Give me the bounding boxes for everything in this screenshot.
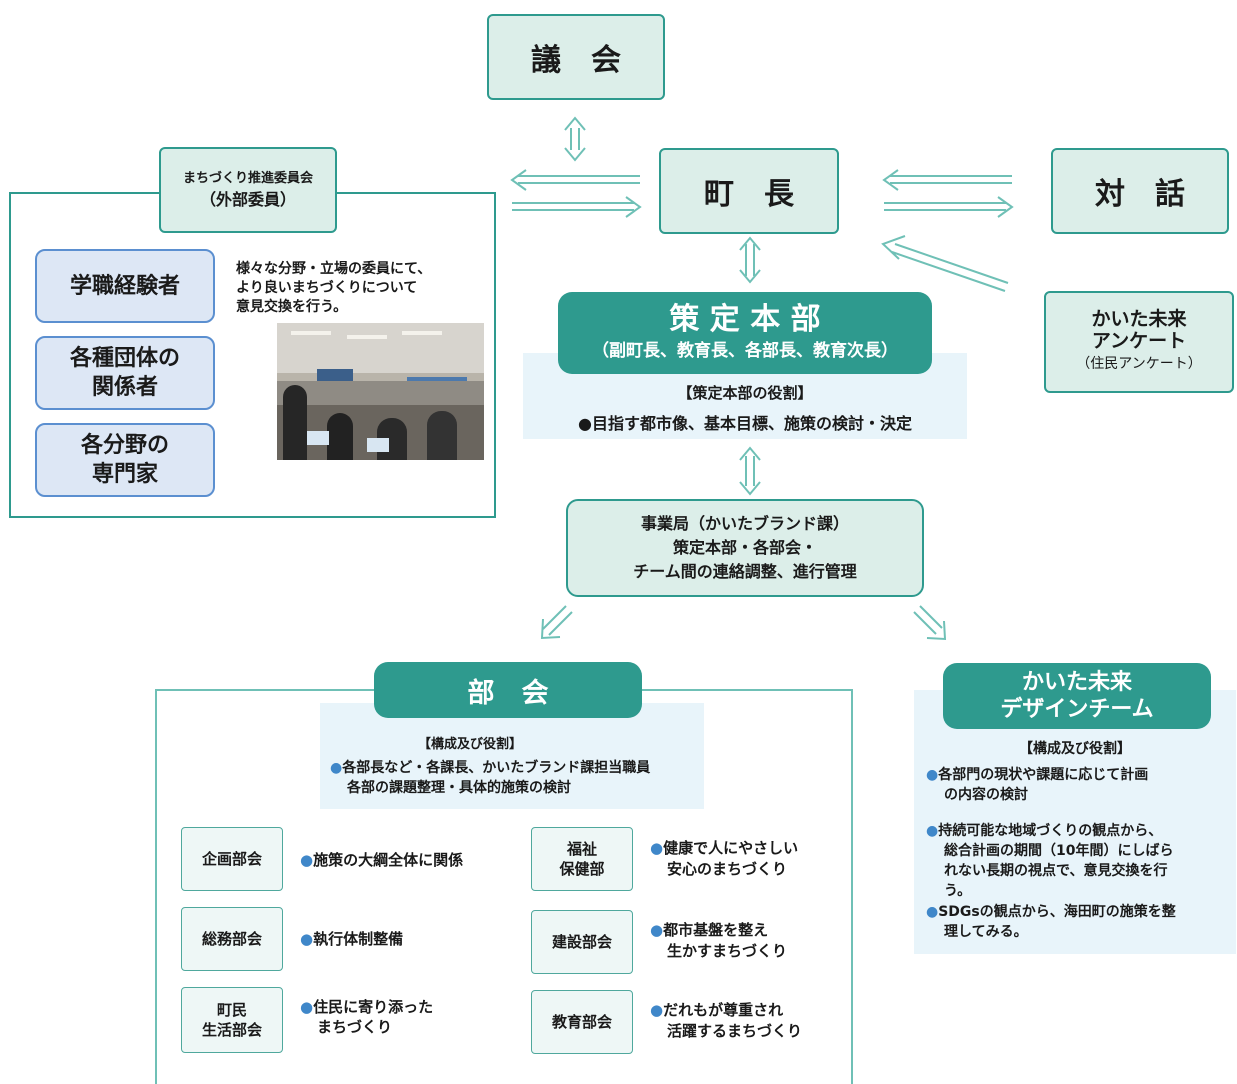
subcommittee-kensetsu-desc-2: 生かすまちづくり [667,942,788,960]
subcommittee-chomin-desc-1: 住民に寄り添った [313,998,434,1016]
honbu-members: （副町長、教育長、各部長、教育次長） [592,341,898,361]
subcommittee-somu-desc: ●執行体制整備 [300,928,403,949]
survey-box: かいた未来 アンケート （住民アンケート） [1044,291,1234,393]
subcommittee-kikaku: 企画部会 [181,827,283,891]
subcommittee-chomin: 町民 生活部会 [181,987,283,1053]
committee-title-box: まちづくり推進委員会 （外部委員） [159,147,337,233]
subcommittee-kensetsu-name: 建設部会 [551,933,612,951]
secretariat-box: 事業局（かいたブランド課） 策定本部・各部会・ チーム間の連絡調整、進行管理 [566,499,924,597]
bullet-icon: ● [926,904,939,920]
subcommittee-kyoiku-desc: ●だれもが尊重され 活躍するまちづくり [650,1000,802,1042]
mayor-box: 町 長 [659,148,839,234]
committee-description: 様々な分野・立場の委員にて、 より良いまちづくりについて 意見交換を行う。 [236,260,431,317]
subcommittee-fukushi-name-2: 保健部 [559,860,605,878]
council-label: 議 会 [531,43,621,78]
bukai-role-1-text: 各部長など・各課長、かいたブランド課担当職員 [342,760,651,776]
committee-desc-line-3: 意見交換を行う。 [236,299,348,315]
secretariat-line-2: 策定本部・各部会・ [672,538,817,557]
committee-title: まちづくり推進委員会 [182,171,313,186]
subcommittee-fukushi-desc-1: 健康で人にやさしい [663,839,799,857]
honbu-role-title: 【策定本部の役割】 [677,384,813,402]
team-item-2-line-4: う。 [944,883,972,899]
honbu-box: 策 定 本 部 （副町長、教育長、各部長、教育次長） [558,292,932,374]
team-item-3: ●SDGsの観点から、海田町の施策を整 理してみる。 [926,902,1176,942]
bullet-icon: ● [650,839,664,857]
subcommittee-somu-desc-text: 執行体制整備 [313,930,404,948]
bullet-icon: ● [300,998,314,1016]
team-title-box: かいた未来 デザインチーム [943,663,1211,729]
bullet-icon: ● [300,930,314,948]
subcommittee-somu-name: 総務部会 [201,930,262,948]
subcommittee-kensetsu: 建設部会 [531,910,633,974]
subcommittee-kyoiku-desc-2: 活躍するまちづくり [667,1022,803,1040]
secretariat-line-3: チーム間の連絡調整、進行管理 [633,562,857,581]
council-box: 議 会 [487,14,665,100]
bullet-icon: ● [330,760,343,776]
subcommittee-fukushi: 福祉 保健部 [531,827,633,891]
member-academic: 学職経験者 [35,249,215,323]
bukai-role-title: 【構成及び役割】 [417,737,522,752]
bullet-icon: ● [300,851,314,869]
member-experts-label-2: 専門家 [91,462,158,487]
committee-subtitle: （外部委員） [199,190,296,209]
committee-desc-line-2: より良いまちづくりについて [236,280,418,296]
mayor-label: 町 長 [704,177,794,212]
honbu-title: 策 定 本 部 [669,302,821,337]
subcommittee-chomin-desc-2: まちづくり [317,1018,393,1036]
subcommittee-chomin-name-1: 町民 [216,1001,247,1019]
subcommittee-kyoiku-desc-1: だれもが尊重され [663,1001,784,1019]
subcommittee-chomin-name-2: 生活部会 [201,1021,262,1039]
dialogue-box: 対 話 [1051,148,1229,234]
member-experts-label-1: 各分野の [80,433,169,458]
subcommittee-kikaku-desc-text: 施策の大綱全体に関係 [313,851,464,869]
bukai-role-panel [320,703,704,809]
bullet-icon: ● [926,823,939,839]
team-item-1: ●各部門の現状や課題に応じて計画 の内容の検討 [926,765,1148,805]
team-item-1-line-2: の内容の検討 [944,787,1028,803]
bullet-icon: ● [650,1001,664,1019]
bullet-icon: ● [650,921,664,939]
team-item-1-line-1: 各部門の現状や課題に応じて計画 [938,767,1149,783]
bullet-icon: ● [926,767,939,783]
team-item-2-line-2: 総合計画の期間（10年間）にしばら [944,843,1174,859]
survey-subtitle: （住民アンケート） [1076,356,1202,372]
bukai-title: 部 会 [467,677,549,709]
team-item-2: ●持続可能な地域づくりの観点から、 総合計画の期間（10年間）にしばら れない長… [926,821,1173,901]
team-item-2-line-3: れない長期の視点で、意見交換を行 [944,863,1168,879]
member-organizations: 各種団体の 関係者 [35,336,215,410]
bukai-role-2: 各部の課題整理・具体的施策の検討 [347,780,571,796]
subcommittee-fukushi-name-1: 福祉 [566,840,597,858]
bukai-title-box: 部 会 [374,662,642,718]
team-item-3-line-2: 理してみる。 [944,924,1028,940]
subcommittee-fukushi-desc-2: 安心のまちづくり [667,860,788,878]
team-item-3-line-1: SDGsの観点から、海田町の施策を整 [938,904,1176,920]
dialogue-label: 対 話 [1095,177,1185,212]
team-panel [914,690,1236,954]
member-organizations-label-1: 各種団体の [69,346,180,371]
survey-title-1: かいた未来 [1091,308,1187,330]
subcommittee-somu: 総務部会 [181,907,283,971]
honbu-role: ●目指す都市像、基本目標、施策の検討・決定 [578,414,912,433]
subcommittee-kikaku-desc: ●施策の大綱全体に関係 [300,849,463,870]
team-title-2: デザインチーム [1000,697,1154,722]
bukai-role-1: ●各部長など・各課長、かいたブランド課担当職員 [330,757,650,777]
subcommittee-kikaku-name: 企画部会 [201,850,262,868]
team-title-1: かいた未来 [1021,670,1132,695]
member-experts: 各分野の 専門家 [35,423,215,497]
member-academic-label: 学職経験者 [69,273,180,299]
committee-desc-line-1: 様々な分野・立場の委員にて、 [236,261,432,277]
team-item-2-line-1: 持続可能な地域づくりの観点から、 [938,823,1163,839]
subcommittee-kensetsu-desc: ●都市基盤を整え 生かすまちづくり [650,920,787,962]
team-role-title: 【構成及び役割】 [1019,741,1131,757]
subcommittee-kensetsu-desc-1: 都市基盤を整え [663,921,769,939]
member-organizations-label-2: 関係者 [91,375,158,400]
subcommittee-kyoiku-name: 教育部会 [551,1013,612,1031]
survey-title-2: アンケート [1091,330,1187,352]
subcommittee-fukushi-desc: ●健康で人にやさしい 安心のまちづくり [650,838,798,880]
subcommittee-kyoiku: 教育部会 [531,990,633,1054]
secretariat-line-1: 事業局（かいたブランド課） [640,514,849,533]
subcommittee-chomin-desc: ●住民に寄り添った まちづくり [300,997,433,1037]
meeting-photo [277,323,484,460]
